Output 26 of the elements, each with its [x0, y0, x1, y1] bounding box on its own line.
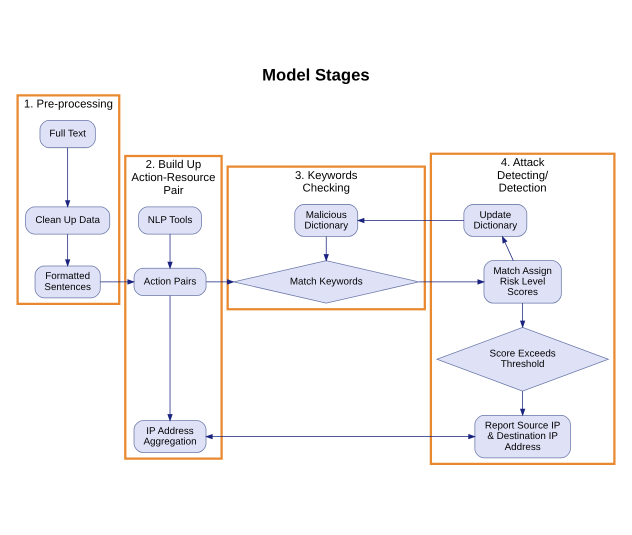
arrow: [167, 295, 173, 422]
arrow: [324, 236, 329, 262]
arrow: [65, 234, 70, 267]
node-diamond: Score Exceeds Threshold: [436, 327, 610, 392]
node-box: Malicious Dictionary: [294, 204, 358, 237]
arrow: [65, 147, 70, 208]
arrow: [167, 234, 173, 270]
node-box: Match Assign Risk Level Scores: [484, 260, 562, 304]
node-box: NLP Tools: [138, 206, 202, 235]
arrow: [520, 302, 526, 328]
node-box: IP Address Aggregation: [134, 420, 206, 453]
node-diamond: Match Keywords: [233, 260, 420, 304]
node-box: Update Dictionary: [464, 204, 528, 237]
node-box: Formatted Sentences: [34, 266, 101, 298]
arrow: [205, 434, 476, 440]
node-box: Action Pairs: [134, 268, 206, 296]
arrow: [100, 279, 136, 285]
node-box: Clean Up Data: [25, 206, 110, 235]
diagram-title: Model Stages: [262, 66, 370, 85]
arrow: [502, 236, 514, 261]
arrow: [206, 279, 235, 285]
node-box: Report Source IP & Destination IP Address: [474, 415, 571, 458]
arrow: [520, 390, 526, 416]
arrow: [356, 218, 464, 224]
node-box: Full Text: [40, 120, 96, 148]
arrow: [418, 279, 486, 285]
